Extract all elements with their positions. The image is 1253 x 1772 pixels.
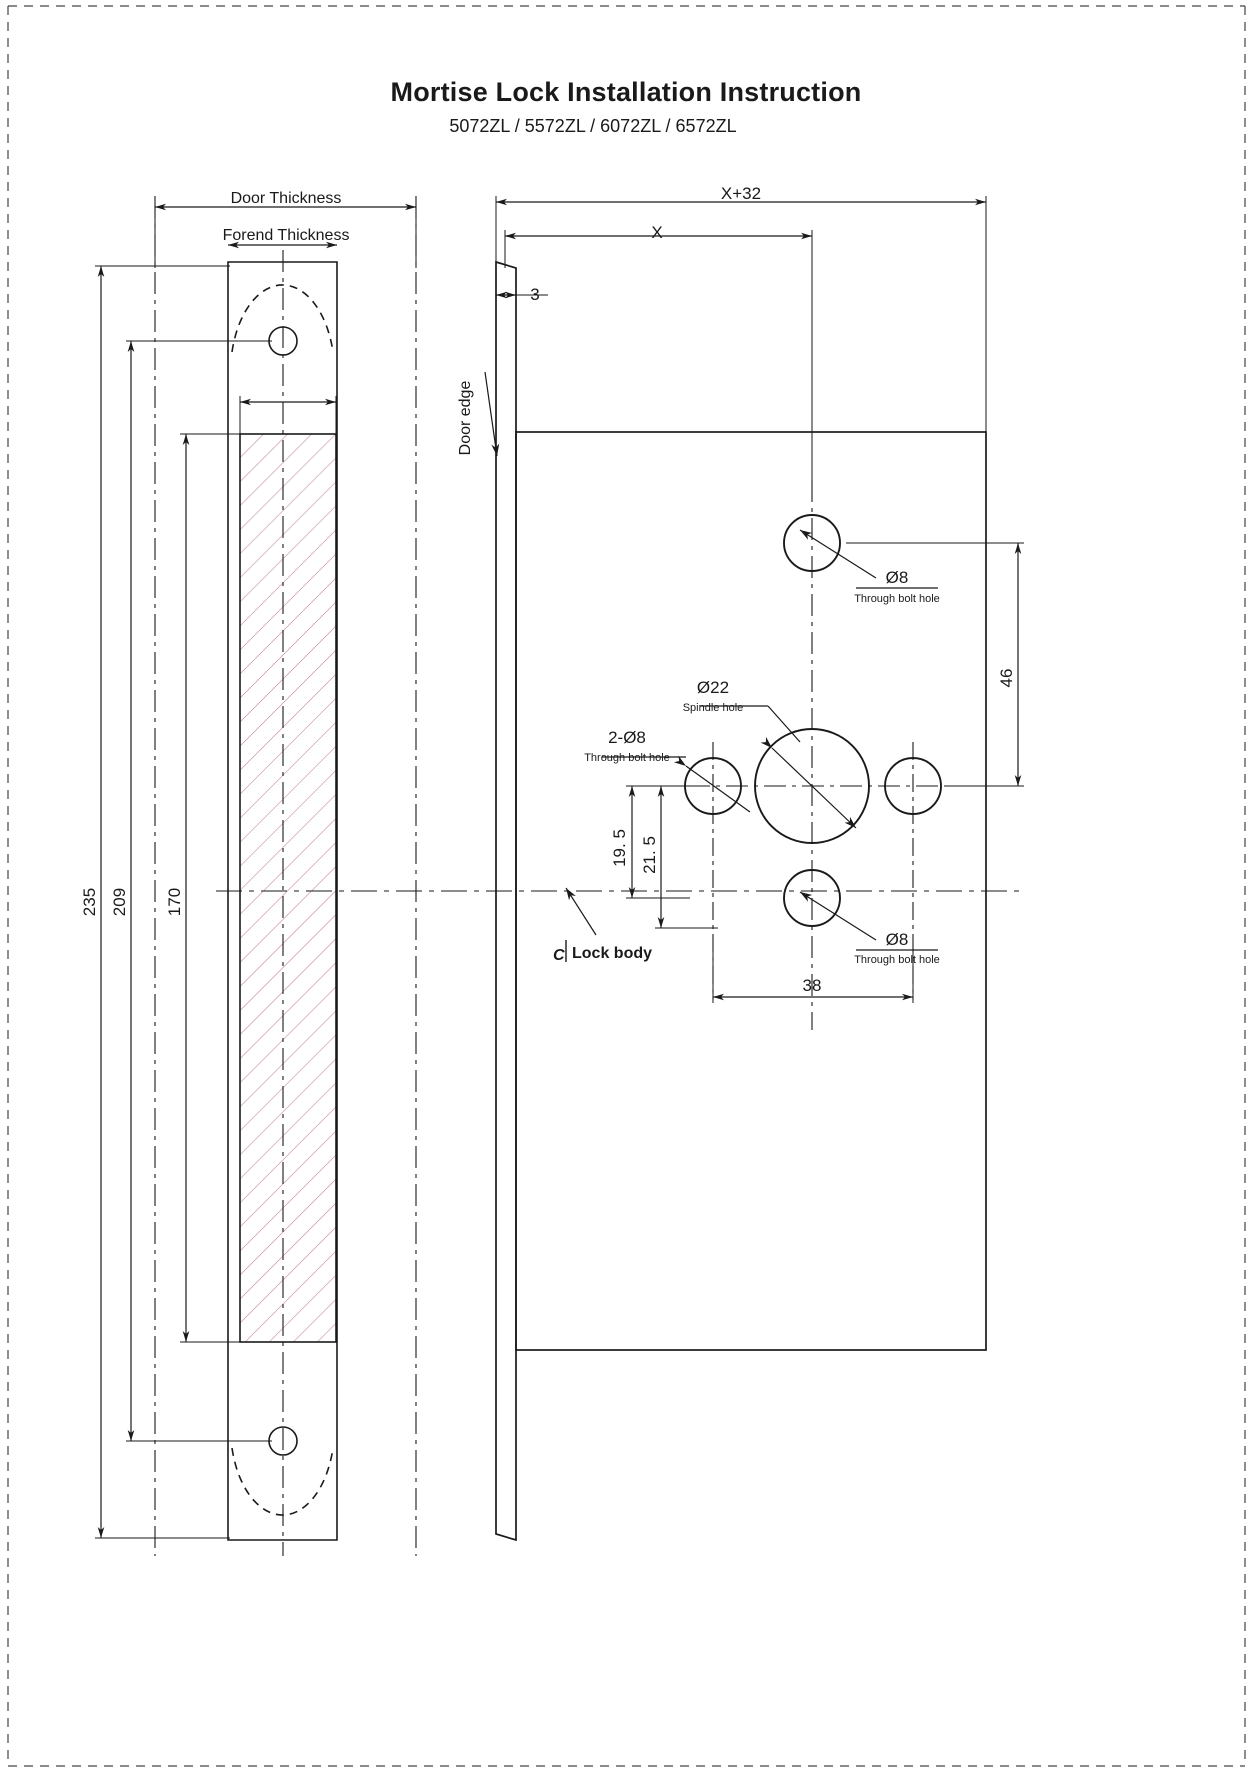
spindle-diameter-line bbox=[760, 736, 857, 829]
right-view-dimensions bbox=[495, 196, 1024, 1003]
callout-leader-lines bbox=[484, 371, 938, 951]
door-edge-leader bbox=[484, 371, 500, 457]
label-forend-thickness: Forend Thickness bbox=[223, 227, 350, 244]
dimension-46-text: 46 bbox=[997, 669, 1016, 688]
dimension-3-text: 3 bbox=[530, 285, 539, 304]
page-subtitle: 5072ZL / 5572ZL / 6072ZL / 6572ZL bbox=[449, 116, 736, 136]
callout-side-bolts-description: Through bolt hole bbox=[584, 752, 670, 764]
spindle-hole bbox=[754, 728, 870, 844]
dimension-x-plus-32-text: X+32 bbox=[721, 184, 761, 203]
callout-spindle-diameter: Ø22 bbox=[697, 678, 729, 697]
upper-bolt-leader bbox=[799, 529, 877, 579]
callout-spindle-description: Spindle hole bbox=[683, 702, 744, 714]
callout-upper-bolt-description: Through bolt hole bbox=[854, 593, 940, 605]
centerline-symbol: C bbox=[553, 947, 565, 964]
label-door-edge: Door edge bbox=[457, 381, 474, 456]
callout-lower-bolt-diameter: Ø8 bbox=[886, 930, 909, 949]
dimension-38-text: 38 bbox=[803, 976, 822, 995]
right-through-bolt-hole bbox=[884, 757, 942, 815]
lock-case-hatched-body bbox=[239, 433, 337, 1343]
text-layer: Mortise Lock Installation Instruction 50… bbox=[80, 77, 1016, 995]
lower-bolt-leader bbox=[799, 891, 877, 941]
dimension-19-5-text: 19. 5 bbox=[610, 829, 629, 867]
left-view-vertical-dimensions bbox=[95, 265, 272, 1539]
side-bolts-leader bbox=[673, 755, 751, 813]
left-view-horizontal-dimensions bbox=[154, 196, 417, 440]
forend-top-arc bbox=[231, 284, 334, 353]
right-view-holes bbox=[684, 514, 942, 927]
page-title: Mortise Lock Installation Instruction bbox=[391, 77, 862, 107]
spindle-leader-slant bbox=[767, 705, 801, 743]
forend-plate-outline bbox=[227, 261, 338, 1541]
forend-strip-outline bbox=[495, 260, 517, 1542]
label-door-thickness: Door Thickness bbox=[231, 190, 342, 207]
lock-body-leader bbox=[565, 887, 597, 936]
lock-case-outline bbox=[515, 431, 987, 1351]
left-view-construction-lines bbox=[154, 196, 1020, 1556]
dimension-209-text: 209 bbox=[110, 888, 129, 916]
dimension-235-text: 235 bbox=[80, 888, 99, 916]
dimension-x-text: X bbox=[651, 223, 662, 242]
dimension-170-text: 170 bbox=[165, 888, 184, 916]
right-view bbox=[495, 260, 987, 1542]
callout-upper-bolt-diameter: Ø8 bbox=[886, 568, 909, 587]
callout-side-bolts-diameter: 2-Ø8 bbox=[608, 728, 646, 747]
sheet-border bbox=[7, 5, 1246, 1767]
upper-through-bolt-hole bbox=[783, 514, 841, 572]
left-view bbox=[227, 261, 338, 1541]
label-lock-body: Lock body bbox=[572, 945, 652, 962]
right-view-construction-lines bbox=[650, 480, 1020, 1030]
lower-through-bolt-hole bbox=[783, 869, 841, 927]
callout-lower-bolt-description: Through bolt hole bbox=[854, 954, 940, 966]
dimension-21-5-text: 21. 5 bbox=[640, 836, 659, 874]
